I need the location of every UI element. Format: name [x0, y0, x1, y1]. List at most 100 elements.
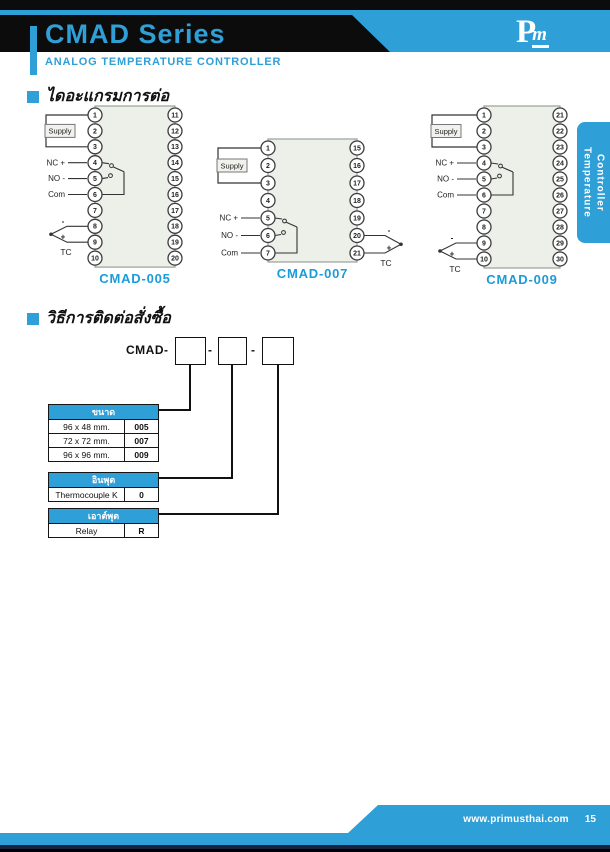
- svg-text:22: 22: [556, 128, 564, 135]
- svg-text:19: 19: [353, 215, 361, 222]
- pin-terminal: [260, 175, 276, 191]
- header-band: [0, 15, 610, 52]
- svg-text:21: 21: [353, 250, 361, 257]
- pin-terminal: [260, 140, 276, 156]
- order-dash: -: [164, 343, 168, 357]
- supply-box: [216, 158, 248, 173]
- svg-text:TC: TC: [449, 264, 460, 274]
- table-cell-code: 005: [124, 419, 159, 434]
- connector-line: [148, 477, 233, 479]
- connector-line: [231, 364, 233, 479]
- title-accent-bar: [30, 26, 37, 75]
- svg-text:4: 4: [482, 160, 486, 167]
- pin-terminal: [87, 202, 103, 219]
- pin-terminal: [167, 155, 183, 171]
- svg-text:23: 23: [556, 144, 564, 151]
- svg-text:2: 2: [93, 128, 97, 135]
- svg-text:1: 1: [266, 145, 270, 152]
- svg-text:NO -: NO -: [48, 174, 65, 183]
- svg-text:-: -: [451, 234, 454, 243]
- order-box-input: [218, 337, 247, 365]
- pin-terminal: [87, 107, 103, 123]
- pin-terminal: [552, 187, 568, 203]
- svg-text:9: 9: [93, 240, 97, 247]
- svg-text:-: -: [62, 217, 65, 226]
- svg-text:5: 5: [93, 176, 97, 183]
- table-cell-code: R: [124, 523, 159, 538]
- pin-terminal: [167, 218, 183, 234]
- svg-text:8: 8: [482, 224, 486, 231]
- svg-text:Com: Com: [221, 249, 238, 258]
- supply-box: [430, 124, 462, 138]
- pin-terminal: [476, 155, 492, 171]
- svg-text:29: 29: [556, 240, 564, 247]
- pin-terminal: [476, 107, 492, 123]
- logo-letter-p: P: [516, 14, 537, 50]
- svg-text:17: 17: [171, 208, 179, 215]
- temperature-controller-tab: Temperature Controller: [577, 122, 610, 243]
- pin-terminal: [476, 171, 492, 187]
- svg-text:28: 28: [556, 224, 564, 231]
- pin-terminal: [260, 245, 276, 261]
- svg-text:9: 9: [482, 240, 486, 247]
- svg-text:3: 3: [482, 144, 486, 151]
- svg-text:24: 24: [556, 160, 564, 167]
- order-dash: -: [251, 343, 255, 357]
- pin-terminal: [167, 170, 183, 187]
- svg-text:8: 8: [93, 224, 97, 231]
- pin-terminal: [349, 245, 365, 261]
- footer-navy-strip: [0, 845, 610, 849]
- svg-text:5: 5: [266, 215, 270, 222]
- logo-underline: [532, 45, 549, 48]
- pin-terminal: [87, 250, 103, 266]
- header-black-wedge: [0, 15, 390, 52]
- pin-terminal: [87, 123, 103, 139]
- svg-text:15: 15: [353, 145, 361, 152]
- order-box-size: [175, 337, 206, 365]
- svg-text:6: 6: [266, 233, 270, 240]
- order-box-output: [262, 337, 294, 365]
- primus-logo: Pm: [516, 16, 551, 49]
- pin-terminal: [476, 219, 492, 235]
- svg-text:14: 14: [171, 160, 179, 167]
- pin-terminal: [87, 234, 103, 250]
- svg-text:7: 7: [93, 208, 97, 215]
- pin-terminal: [87, 170, 103, 187]
- footer-black-strip: [0, 849, 610, 852]
- pin-terminal: [552, 107, 568, 123]
- svg-text:TC: TC: [380, 258, 391, 268]
- svg-text:12: 12: [171, 128, 179, 135]
- svg-text:4: 4: [93, 160, 97, 167]
- controller-body: [483, 105, 561, 269]
- pin-terminal: [349, 192, 365, 209]
- svg-text:21: 21: [556, 112, 564, 119]
- connector-line: [189, 364, 191, 410]
- svg-text:20: 20: [353, 233, 361, 240]
- order-code-prefix: CMAD: [126, 343, 164, 357]
- controller-body: [267, 138, 358, 263]
- svg-text:+: +: [61, 233, 66, 242]
- svg-text:3: 3: [266, 180, 270, 187]
- table-cell-code: 0: [124, 487, 159, 502]
- pin-terminal: [167, 234, 183, 250]
- pin-terminal: [552, 203, 568, 219]
- table-cell-label: Thermocouple K: [48, 487, 125, 502]
- supply-box: [44, 123, 76, 138]
- page-title: CMAD Series: [45, 19, 226, 49]
- pin-terminal: [552, 171, 568, 187]
- table-cell-label: Relay: [48, 523, 125, 538]
- svg-text:3: 3: [93, 144, 97, 151]
- svg-text:18: 18: [353, 198, 361, 205]
- footer-wedge: www.primusthai.com 15: [348, 805, 610, 833]
- svg-text:Com: Com: [437, 191, 454, 200]
- pin-terminal: [167, 186, 183, 203]
- pin-terminal: [260, 210, 276, 226]
- logo-letter-m: m: [532, 24, 547, 45]
